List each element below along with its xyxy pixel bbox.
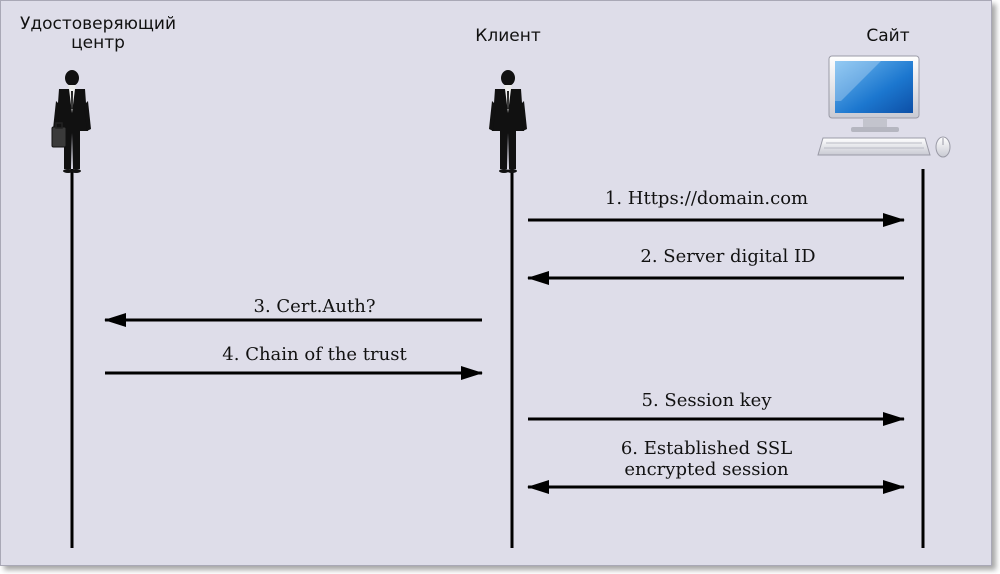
message-label-1: 1. Https://domain.com xyxy=(604,188,809,209)
actor-label-client: Клиент xyxy=(475,26,541,46)
message-label-3: 3. Cert.Auth? xyxy=(253,296,376,317)
diagram-frame: Удостоверяющий центр Клиент Сайт xyxy=(0,0,992,566)
actor-label-ca: Удостоверяющий центр xyxy=(19,15,177,53)
businessman-icon xyxy=(489,70,527,173)
actor-label-ca-line1: Удостоверяющий xyxy=(19,14,177,34)
message-label-6: 6. Established SSL encrypted session xyxy=(528,438,885,480)
message-label-5: 5. Session key xyxy=(641,390,772,411)
actor-label-ca-line2: центр xyxy=(71,33,125,53)
sequence-diagram xyxy=(51,55,951,548)
message-label-6-line2: encrypted session xyxy=(624,459,789,480)
message-label-2: 2. Server digital ID xyxy=(640,246,816,267)
message-label-6-line1: 6. Established SSL xyxy=(620,438,793,459)
businessman-with-briefcase-icon xyxy=(51,70,91,173)
actor-label-site: Сайт xyxy=(866,26,910,46)
message-label-4: 4. Chain of the trust xyxy=(222,344,407,365)
desktop-computer-icon xyxy=(817,55,951,158)
